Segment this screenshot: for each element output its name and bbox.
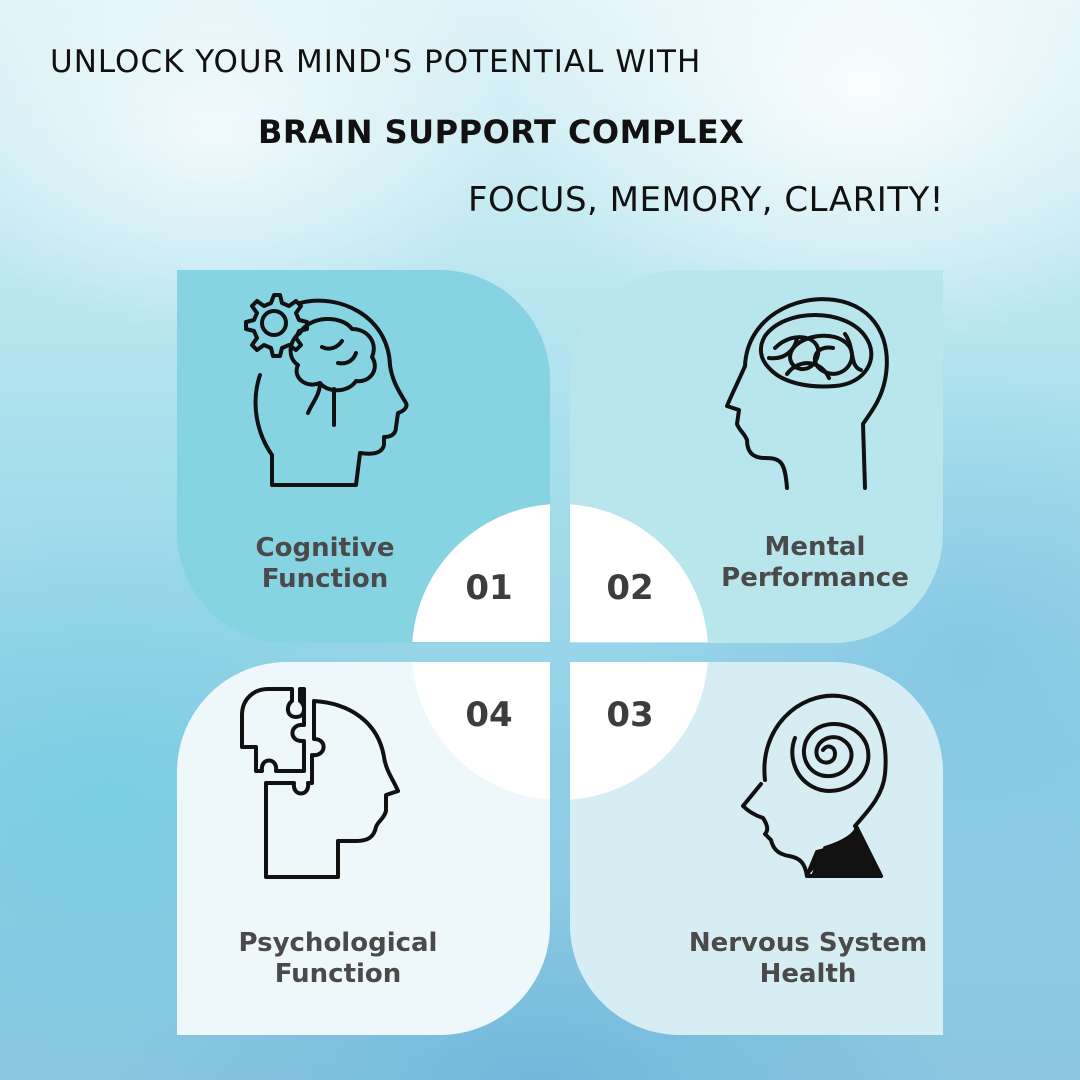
label-line: Health <box>759 959 857 989</box>
label-line: Cognitive <box>255 533 395 563</box>
head-puzzle-icon <box>238 685 403 880</box>
headline-product: BRAIN SUPPORT COMPLEX <box>258 113 745 151</box>
number-04: 04 <box>465 695 513 735</box>
label-line: Psychological <box>238 928 438 958</box>
head-gear-brain-icon <box>238 285 413 495</box>
label-nervous-system-health: Nervous System Health <box>672 928 944 990</box>
head-spiral-icon <box>735 688 890 880</box>
number-01: 01 <box>465 568 513 608</box>
label-mental-performance: Mental Performance <box>710 532 920 594</box>
label-line: Performance <box>721 563 909 593</box>
number-02: 02 <box>606 568 654 608</box>
headline-intro: UNLOCK YOUR MIND'S POTENTIAL WITH <box>50 44 702 80</box>
headline-benefits: FOCUS, MEMORY, CLARITY! <box>468 180 944 220</box>
number-03: 03 <box>606 695 654 735</box>
label-line: Nervous System <box>688 928 928 958</box>
label-line: Function <box>274 959 402 989</box>
label-line: Function <box>261 564 389 594</box>
label-line: Mental <box>764 532 866 562</box>
label-cognitive-function: Cognitive Function <box>230 533 420 595</box>
label-psychological-function: Psychological Function <box>222 928 454 990</box>
head-tangled-brain-icon <box>725 288 895 493</box>
